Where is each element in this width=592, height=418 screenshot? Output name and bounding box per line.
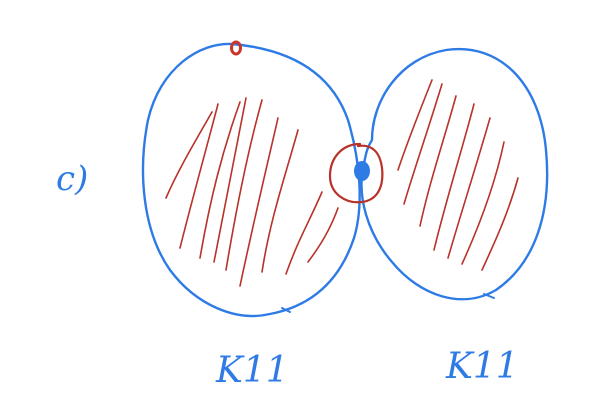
- right-graph-region: [360, 47, 549, 301]
- right-blob-outline: [360, 47, 549, 301]
- right-hatching: [397, 79, 519, 271]
- left-blob-outline: [141, 42, 361, 318]
- top-vertex-node: [230, 40, 242, 56]
- left-graph-label: K11: [215, 350, 289, 391]
- part-label: c): [56, 159, 88, 199]
- left-blob-tick: [281, 307, 291, 313]
- left-hatching: [165, 97, 339, 287]
- right-graph-label: K11: [445, 346, 519, 387]
- left-graph-region: [141, 42, 361, 318]
- cut-vertex-highlight-circle: [328, 142, 384, 204]
- right-blob-tick: [483, 293, 495, 299]
- cut-vertex-node: [354, 161, 370, 181]
